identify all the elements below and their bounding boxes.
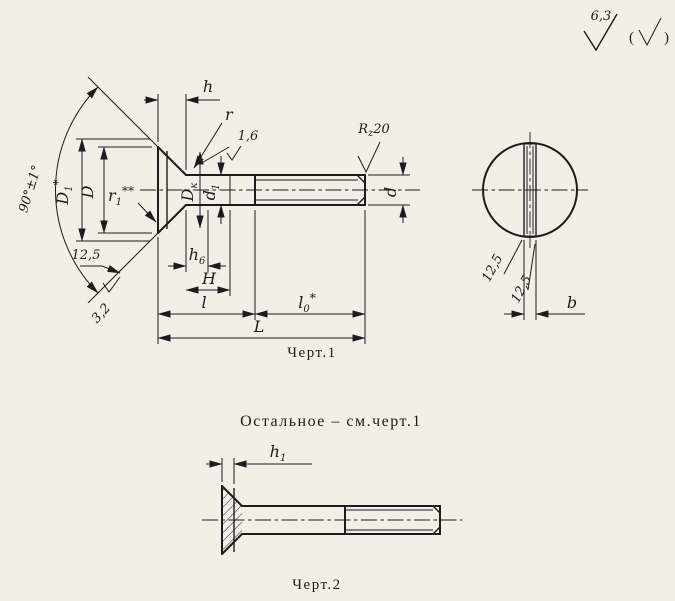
- roughness-slot-b: 12,5: [508, 243, 536, 306]
- roughness-value-32: 3,2: [89, 301, 114, 326]
- roughness-value-16: 1,6: [238, 129, 259, 144]
- dim-label-r1: r1**: [108, 184, 134, 208]
- dim-label-d1: d1: [200, 184, 222, 201]
- dim-h6: h6: [168, 210, 226, 272]
- paren-open: (: [629, 30, 636, 46]
- roughness-thread: Rz20: [357, 122, 390, 174]
- fig1-caption: Черт.1: [287, 345, 336, 361]
- dim-label-angle: 90°±1°: [16, 163, 45, 214]
- dim-b: b: [504, 240, 585, 320]
- section-hatching: [222, 486, 242, 554]
- dim-label-l0: l0*: [298, 291, 316, 315]
- dim-Dk: Dк: [178, 151, 204, 229]
- dim-label-d: d: [381, 187, 400, 197]
- dim-d1: d1: [200, 156, 225, 224]
- dim-label-b: b: [567, 293, 577, 312]
- head-circle: [482, 142, 578, 238]
- dim-label-r: r: [225, 105, 234, 124]
- paren-close: ): [664, 30, 671, 46]
- angle-arc: [55, 86, 99, 294]
- roughness-check-icon: [583, 13, 618, 52]
- leader-r1: r1**: [108, 184, 157, 223]
- roughness-value-rz20: Rz20: [357, 122, 390, 139]
- end-chamfer-bottom: [356, 196, 366, 206]
- dim-label-h6: h6: [189, 245, 206, 267]
- dim-h1: h1: [206, 442, 312, 484]
- end-chamfer-bottom: [432, 526, 441, 535]
- end-chamfer-top: [356, 174, 366, 184]
- bolt-outline: [221, 485, 441, 555]
- dim-D: D: [78, 146, 152, 234]
- dim-label-L: L: [253, 317, 265, 336]
- dim-label-D1: D1*: [51, 179, 75, 205]
- dim-label-h: h: [203, 77, 213, 96]
- surface-finish-mark: 6,3 ( ): [583, 9, 671, 52]
- dim-label-l: l: [201, 293, 206, 312]
- dim-h: h: [144, 77, 220, 170]
- fig1-main-view: 90°±1° D1* D r1** h: [16, 76, 420, 361]
- roughness-cone-line: 3,2: [89, 276, 121, 326]
- roughness-check-small-icon: [638, 17, 662, 47]
- roughness-value: 12,5: [479, 252, 506, 285]
- bolt-outline: [157, 146, 366, 234]
- roughness-check-icon: [357, 141, 381, 174]
- fig2-view: Остальное – см.черт.1 h1 Черт.2: [202, 413, 462, 593]
- roughness-slot-a: 12,5: [479, 239, 523, 285]
- dim-l0: l0*: [254, 210, 366, 344]
- fig2-caption: Черт.2: [292, 577, 341, 593]
- dim-D1: D1*: [51, 138, 150, 242]
- roughness-bearing: 12,5: [72, 248, 121, 274]
- finish-value: 6,3: [591, 9, 612, 24]
- dim-H: H: [185, 210, 231, 296]
- dim-label-H: H: [201, 269, 217, 288]
- roughness-value: 12,5: [508, 273, 535, 306]
- dim-label-D: D: [78, 185, 97, 199]
- dim-d: d: [368, 157, 410, 223]
- fig1-end-view: 12,5 12,5 b: [472, 132, 588, 320]
- dim-label-h1: h1: [270, 442, 287, 464]
- dim-l: l: [157, 210, 256, 344]
- dim-label-Dk: Dк: [178, 183, 200, 203]
- roughness-check-icon: [102, 276, 121, 293]
- roughness-cone: 1,6: [199, 129, 259, 165]
- roughness-check-icon: [226, 145, 242, 161]
- roughness-value-125: 12,5: [72, 248, 101, 263]
- dim-L: L: [157, 317, 366, 342]
- end-chamfer-top: [432, 505, 441, 514]
- slot: [523, 143, 537, 237]
- fig2-note: Остальное – см.черт.1: [240, 413, 422, 430]
